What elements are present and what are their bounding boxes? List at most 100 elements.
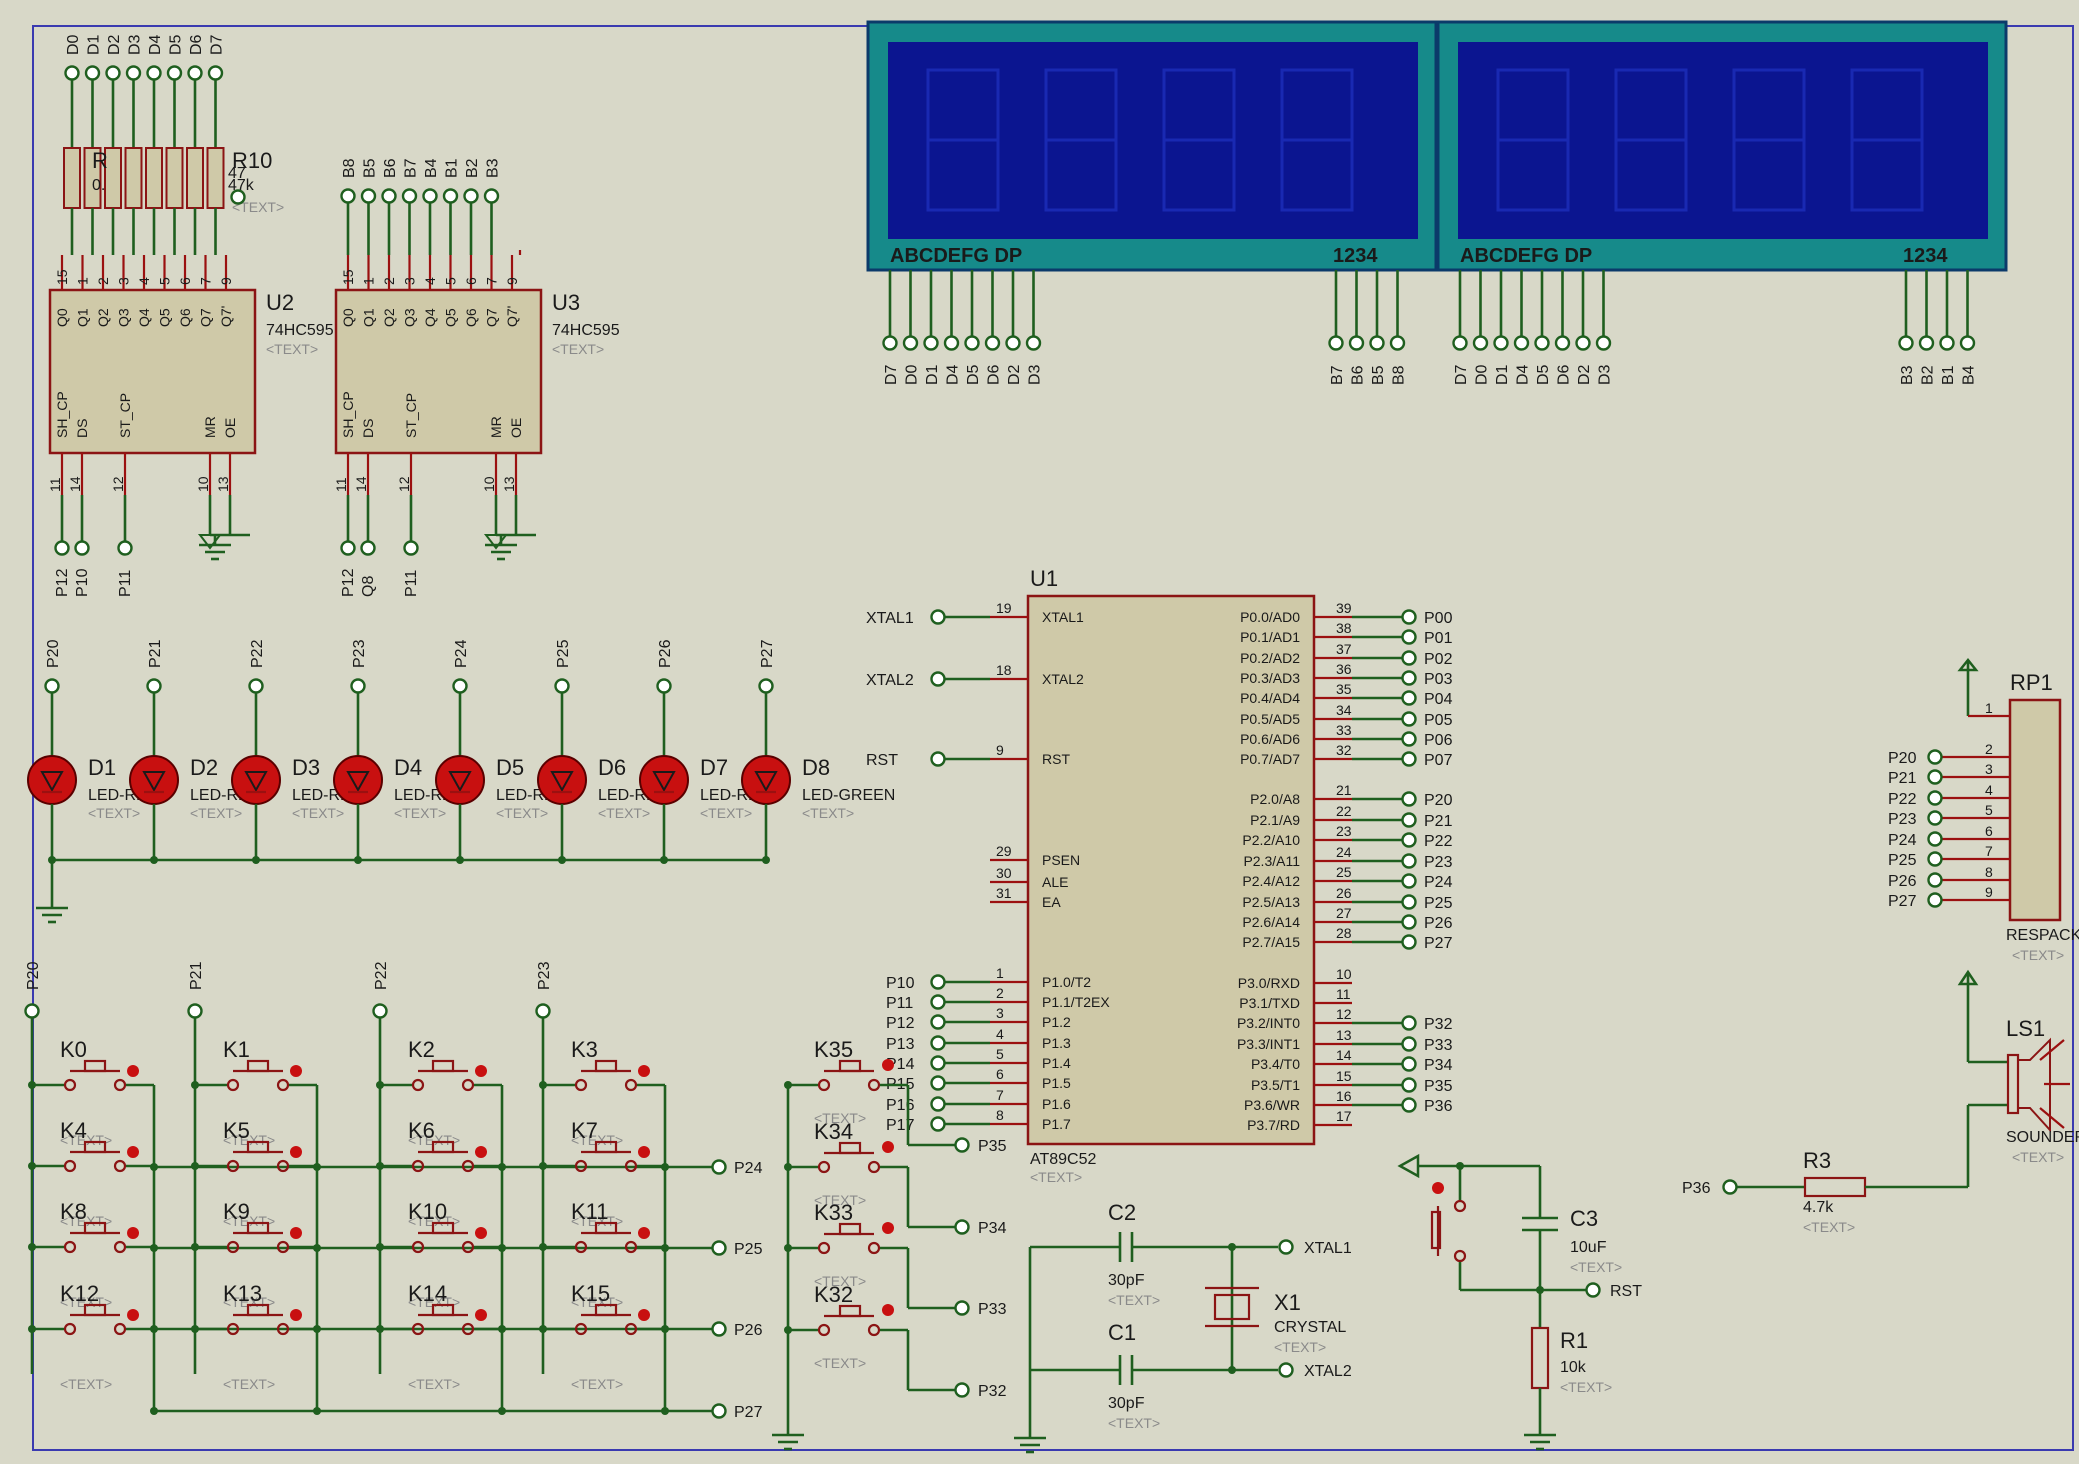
pin-number: 1 <box>75 277 91 285</box>
text-placeholder: <TEXT> <box>408 1213 460 1229</box>
switch-contact <box>226 1240 240 1254</box>
net-label: D6 <box>986 364 1003 385</box>
ground-symbol <box>197 534 223 550</box>
ic-type: 74HC595 <box>266 322 334 339</box>
net-terminal <box>1369 335 1385 351</box>
text-placeholder: <TEXT> <box>814 1192 866 1208</box>
text-placeholder: <TEXT> <box>223 1376 275 1392</box>
net-terminal <box>954 1137 970 1153</box>
pin-number: 15 <box>1336 1068 1352 1084</box>
net-terminal <box>930 974 946 990</box>
net-label: P06 <box>1424 732 1453 749</box>
text-placeholder: <TEXT> <box>571 1132 623 1148</box>
switch-button <box>431 1140 455 1154</box>
net-terminal <box>54 540 70 556</box>
net-terminal <box>964 335 980 351</box>
sounder-value: SOUNDER <box>2006 1129 2079 1146</box>
pin-number: 39 <box>1336 600 1352 616</box>
pin-number: 36 <box>1336 661 1352 677</box>
net-label: P24 <box>453 639 470 668</box>
switch-contact <box>226 1078 240 1092</box>
switch-button <box>246 1221 270 1235</box>
pin-name: EA <box>1042 894 1061 910</box>
led-diode-symbol <box>40 771 64 793</box>
net-label: P27 <box>734 1404 763 1421</box>
pin-name: XTAL1 <box>1042 609 1084 625</box>
text-placeholder: <TEXT> <box>496 805 548 821</box>
pin-number: 10 <box>1336 966 1352 982</box>
switch-indicator <box>475 1227 487 1239</box>
pin-number: 38 <box>1336 620 1352 636</box>
pin-number: 2 <box>1985 741 1993 757</box>
resistor-inner-label: R <box>92 148 108 173</box>
pin-name: Q1 <box>75 308 91 327</box>
net-label: D0 <box>1474 364 1491 385</box>
pin-name: P0.4/AD4 <box>1240 690 1300 706</box>
resistor-element <box>145 147 163 209</box>
switch-contact <box>867 1241 881 1255</box>
net-label: D1 <box>924 364 941 385</box>
capacitor-value: 30pF <box>1108 1395 1145 1412</box>
pin-number: 22 <box>1336 803 1352 819</box>
switch-indicator <box>127 1146 139 1158</box>
pin-number: 1 <box>996 965 1004 981</box>
junction-dot <box>661 1407 669 1415</box>
net-terminal <box>340 540 356 556</box>
text-placeholder: <TEXT> <box>802 805 854 821</box>
net-terminal <box>1513 335 1530 351</box>
junction-dot <box>376 1325 384 1333</box>
ic-reference: U2 <box>266 290 294 315</box>
net-terminal <box>1401 609 1417 625</box>
led-reference: D7 <box>700 755 728 780</box>
key-reference: K14 <box>408 1281 447 1306</box>
net-terminal <box>1025 335 1042 351</box>
net-terminal <box>350 678 366 694</box>
text-placeholder: <TEXT> <box>60 1376 112 1392</box>
net-label: P00 <box>1424 610 1453 627</box>
junction-dot <box>539 1325 547 1333</box>
switch-indicator <box>127 1309 139 1321</box>
net-label: B2 <box>464 158 481 178</box>
net-label: P33 <box>978 1301 1007 1318</box>
text-placeholder: <TEXT> <box>266 341 318 357</box>
switch-contact <box>63 1240 77 1254</box>
led-reference: D5 <box>496 755 524 780</box>
switch-contact <box>276 1240 290 1254</box>
switch-contact <box>113 1078 127 1092</box>
pin-number: 19 <box>996 600 1012 616</box>
key-reference: K4 <box>60 1118 87 1143</box>
seven-segment-digit <box>1850 68 1924 212</box>
switch-button <box>246 1140 270 1154</box>
pin-number: 13 <box>1336 1027 1352 1043</box>
key-reference: K9 <box>223 1199 250 1224</box>
net-label: B3 <box>485 158 502 178</box>
digit-labels: 1234 <box>1333 245 1378 267</box>
net-terminal <box>125 65 142 81</box>
pin-name: Q7' <box>218 306 234 327</box>
net-terminal <box>1472 335 1489 351</box>
text-placeholder: <TEXT> <box>571 1376 623 1392</box>
net-label: XTAL2 <box>1304 1363 1352 1380</box>
pin-name: Q4 <box>136 308 152 327</box>
pin-number: 12 <box>396 476 412 492</box>
net-terminal <box>1278 1239 1294 1255</box>
text-placeholder: <TEXT> <box>408 1376 460 1392</box>
pin-name: Q2 <box>381 308 397 327</box>
text-placeholder: <TEXT> <box>1274 1339 1326 1355</box>
pin-number: 7 <box>1985 843 1993 859</box>
digit-outline <box>926 68 1000 212</box>
sounder-body <box>2006 1053 2020 1115</box>
net-label: P35 <box>1424 1078 1453 1095</box>
junction-dot <box>498 1407 506 1415</box>
text-placeholder: <TEXT> <box>408 1132 460 1148</box>
text-placeholder: <TEXT> <box>223 1132 275 1148</box>
switch-contact <box>226 1322 240 1336</box>
net-terminal <box>554 678 570 694</box>
ic-type: 74HC595 <box>552 322 620 339</box>
net-terminal <box>1348 335 1365 351</box>
net-terminal <box>1328 335 1344 351</box>
pin-name: P0.6/AD6 <box>1240 731 1300 747</box>
pin-number: 4 <box>996 1026 1004 1042</box>
key-reference: K5 <box>223 1118 250 1143</box>
pin-name: DS <box>360 419 376 438</box>
